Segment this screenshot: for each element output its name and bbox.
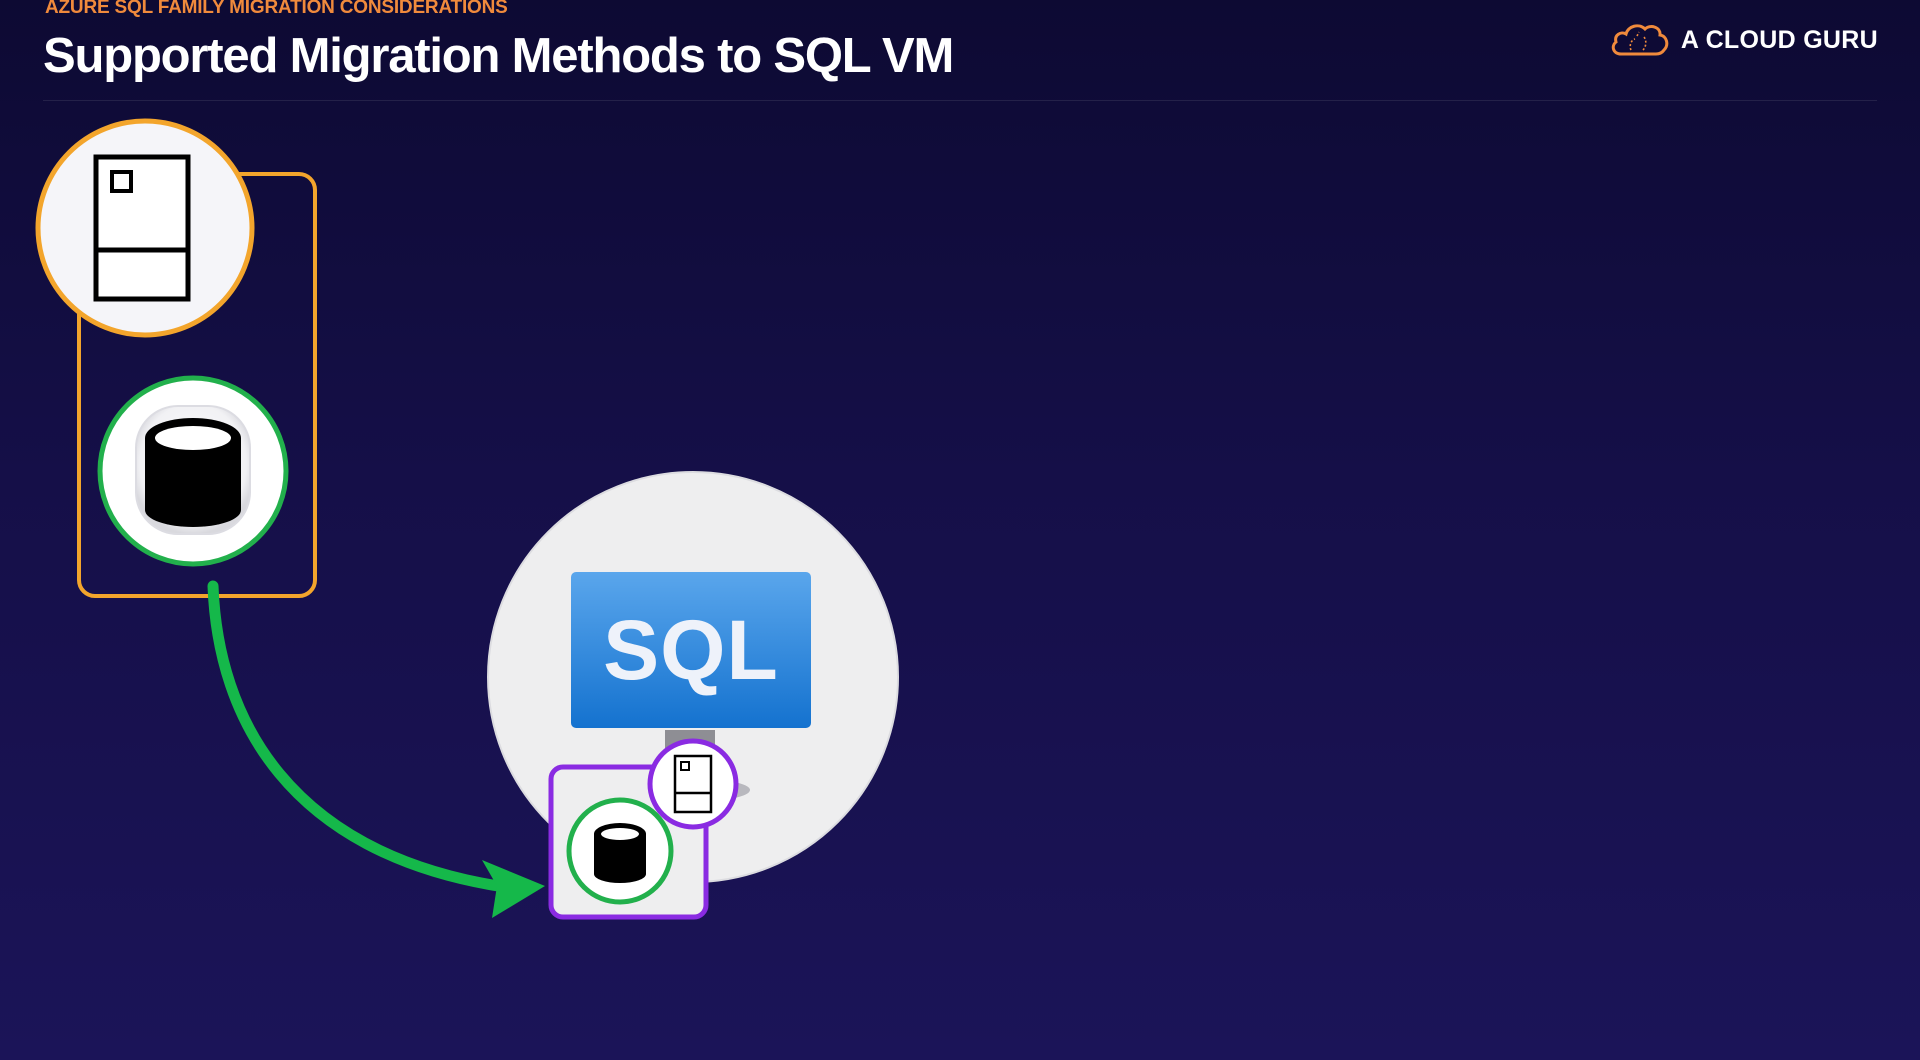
sql-label: SQL (603, 602, 779, 697)
migration-arrow-icon (207, 580, 545, 918)
database-icon (594, 823, 646, 883)
brand-logo: A CLOUD GURU (1609, 20, 1878, 60)
header-divider (43, 100, 1877, 101)
eyebrow-text: AZURE SQL FAMILY MIGRATION CONSIDERATION… (45, 0, 508, 18)
server-icon (673, 754, 713, 814)
target-server-node (647, 738, 739, 830)
source-server-node (35, 118, 255, 338)
server-icon (93, 154, 191, 302)
cloud-logo-icon (1611, 24, 1669, 56)
slide-title: Supported Migration Methods to SQL VM (43, 29, 954, 83)
source-database-node (97, 375, 289, 567)
brand-name: A CLOUD GURU (1680, 25, 1878, 54)
database-icon (145, 418, 241, 527)
target-database-node (566, 797, 674, 905)
